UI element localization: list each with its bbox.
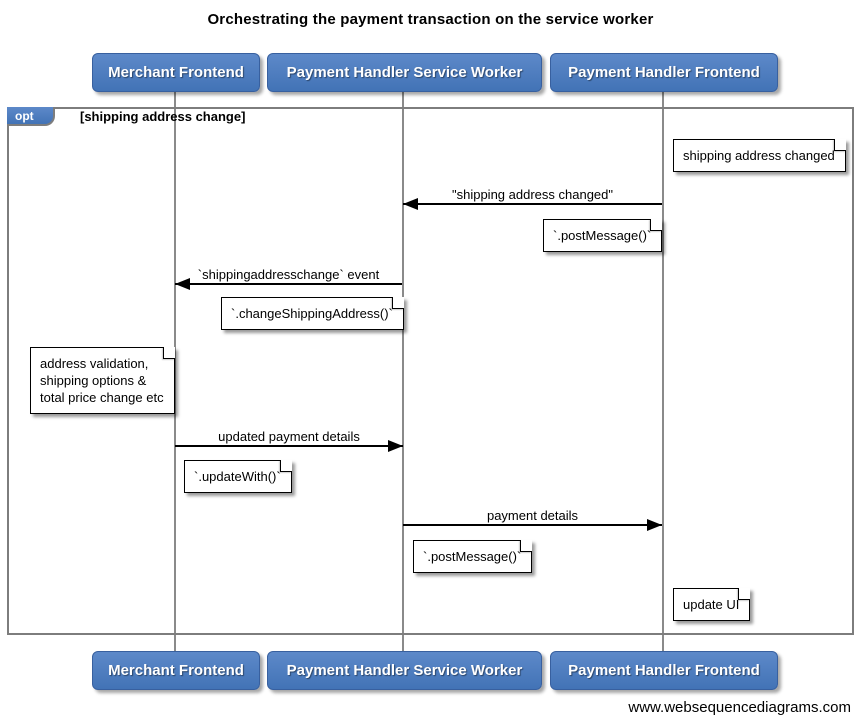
arrowhead-right-icon xyxy=(388,440,403,452)
note-text: shipping address changed xyxy=(683,148,835,163)
lifeline-payment-handler-frontend xyxy=(662,92,664,651)
message-line xyxy=(403,203,662,205)
note-fold-icon xyxy=(650,219,663,231)
participant-box-service-worker-top: Payment Handler Service Worker xyxy=(267,53,542,92)
note-fold-icon xyxy=(833,139,846,151)
participant-box-merchant-frontend-top: Merchant Frontend xyxy=(92,53,260,92)
opt-fragment-guard: [shipping address change] xyxy=(80,109,246,124)
note-fold-icon xyxy=(520,540,533,552)
participant-box-merchant-frontend-bottom: Merchant Frontend xyxy=(92,651,260,690)
note-text-line: shipping options & xyxy=(40,373,147,388)
note-fold-icon xyxy=(162,347,175,359)
watermark-url: www.websequencediagrams.com xyxy=(628,699,851,716)
message-line xyxy=(403,524,662,526)
arrowhead-left-icon xyxy=(175,278,190,290)
note-text: `.postMessage()` xyxy=(553,228,652,243)
message-label: payment details xyxy=(486,508,579,523)
note-post-message-service-worker: `.postMessage()` xyxy=(543,219,663,252)
participant-box-payment-handler-frontend-top: Payment Handler Frontend xyxy=(550,53,778,92)
arrowhead-left-icon xyxy=(403,198,418,210)
message-label: updated payment details xyxy=(218,429,360,444)
note-text: `.postMessage()` xyxy=(423,549,522,564)
message-shipping-address-changed: "shipping address changed" xyxy=(403,187,662,211)
message-line xyxy=(175,283,402,285)
note-update-with: `.updateWith()` xyxy=(184,460,292,493)
arrowhead-right-icon xyxy=(647,519,662,531)
lifeline-payment-handler-service-worker xyxy=(402,92,404,651)
note-address-validation: address validation, shipping options & t… xyxy=(30,347,175,414)
message-line xyxy=(175,445,403,447)
note-update-ui: update UI xyxy=(673,588,751,621)
note-shipping-address-changed: shipping address changed xyxy=(673,139,846,172)
note-text-line: address validation, xyxy=(40,356,149,371)
opt-fragment-operator-tab: opt xyxy=(7,107,55,126)
note-fold-icon xyxy=(279,460,292,472)
lifeline-merchant-frontend xyxy=(174,92,176,651)
note-fold-icon xyxy=(738,588,751,600)
note-post-message-frontend: `.postMessage()` xyxy=(413,540,533,573)
note-text: `.changeShippingAddress()` xyxy=(231,306,393,321)
note-fold-icon xyxy=(391,297,404,309)
note-text: update UI xyxy=(683,597,740,612)
note-change-shipping-address: `.changeShippingAddress()` xyxy=(221,297,404,330)
participant-box-service-worker-bottom: Payment Handler Service Worker xyxy=(267,651,542,690)
message-payment-details: payment details xyxy=(403,508,662,532)
message-updated-payment-details: updated payment details xyxy=(175,429,403,453)
diagram-title: Orchestrating the payment transaction on… xyxy=(207,11,654,28)
participant-box-payment-handler-frontend-bottom: Payment Handler Frontend xyxy=(550,651,778,690)
note-text: `.updateWith()` xyxy=(194,469,281,484)
message-label: `shippingaddresschange` event xyxy=(197,267,380,282)
message-shippingaddresschange-event: `shippingaddresschange` event xyxy=(175,267,402,291)
message-label: "shipping address changed" xyxy=(451,187,613,202)
note-text-line: total price change etc xyxy=(40,390,164,405)
opt-fragment-frame xyxy=(7,107,854,635)
